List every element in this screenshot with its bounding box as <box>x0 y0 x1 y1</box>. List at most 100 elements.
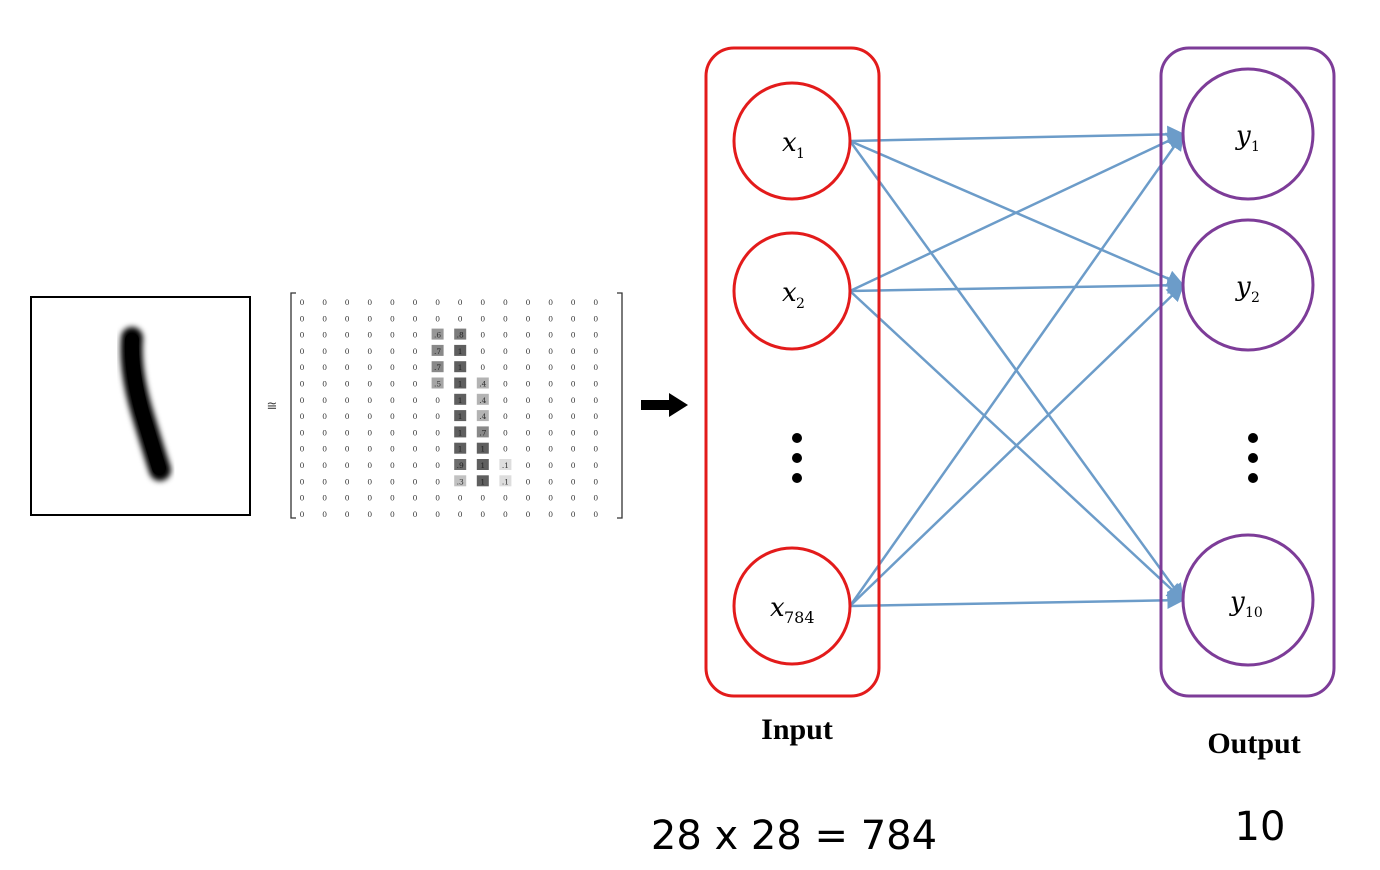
matrix-cell: 0 <box>571 445 576 454</box>
matrix-cell: 0 <box>390 445 395 454</box>
matrix-cell: 0 <box>322 461 327 470</box>
output-size-label: 10 <box>1235 804 1286 850</box>
matrix-cell: 0 <box>503 347 508 356</box>
matrix-cell: 0 <box>345 363 350 372</box>
input-label: Input <box>761 713 833 746</box>
matrix-cell: 0 <box>503 331 508 340</box>
matrix-cell: 0 <box>458 494 463 503</box>
digit-stroke-core <box>124 333 166 475</box>
matrix-cell-shade <box>454 459 467 470</box>
matrix-cell: 0 <box>300 428 305 437</box>
matrix-cell: 0 <box>503 412 508 421</box>
matrix-cell: 0 <box>593 412 598 421</box>
matrix-cell-shade <box>431 344 444 356</box>
input-node-sub: 784 <box>784 608 815 627</box>
matrix-cell: 0 <box>526 347 531 356</box>
matrix-cell: 0 <box>390 314 395 323</box>
matrix-cell: 0 <box>480 494 485 503</box>
right-arrow-icon <box>641 393 688 417</box>
matrix-cell: 0 <box>413 380 418 389</box>
matrix-cell: 0 <box>322 347 327 356</box>
matrix-cell: 0 <box>413 461 418 470</box>
matrix-cell: 1 <box>458 363 463 372</box>
input-size-label: 28 x 28 = 784 <box>651 813 937 859</box>
matrix-cell: 1 <box>458 428 463 437</box>
matrix-cell: 0 <box>548 477 553 486</box>
matrix-cell-shade <box>476 377 489 389</box>
output-node-var: y <box>1235 272 1251 302</box>
output-layer-box <box>1159 46 1336 698</box>
matrix-cell: .1 <box>502 461 509 470</box>
matrix-cell: 0 <box>503 494 508 503</box>
matrix-cell: 1 <box>458 412 463 421</box>
matrix-cell: 0 <box>345 494 350 503</box>
output-node-sub: 1 <box>1251 139 1260 155</box>
matrix-cell: 0 <box>571 314 576 323</box>
matrix-cell: 0 <box>390 380 395 389</box>
matrix-cell: 0 <box>526 494 531 503</box>
matrix-cell: 0 <box>593 298 598 307</box>
matrix-cell: 0 <box>435 494 440 503</box>
output-node-sub: 10 <box>1245 605 1263 621</box>
matrix-cell-shade <box>454 410 467 422</box>
matrix-cell: 1 <box>458 347 463 356</box>
output-label: Output <box>1207 727 1300 760</box>
matrix-cell: 0 <box>548 347 553 356</box>
matrix-cell: 0 <box>322 314 327 323</box>
matrix-cell-shade <box>476 459 489 470</box>
matrix-cell: 0 <box>345 380 350 389</box>
matrix-cell: 0 <box>413 445 418 454</box>
matrix-cell: .9 <box>457 461 464 470</box>
output-node-var: y <box>1235 121 1251 151</box>
matrix-cell: 0 <box>300 445 305 454</box>
output-node: y 10 <box>1181 533 1315 667</box>
matrix-cell: 0 <box>593 331 598 340</box>
matrix-cell: 0 <box>503 298 508 307</box>
matrix-cell: 0 <box>458 510 463 519</box>
matrix-cell: 0 <box>548 396 553 405</box>
matrix-cell: 0 <box>503 428 508 437</box>
matrix-cell: .7 <box>434 347 441 356</box>
matrix-cell: 0 <box>367 494 372 503</box>
matrix-cell: 0 <box>526 314 531 323</box>
matrix-cell: 1 <box>458 380 463 389</box>
vertical-ellipsis-icon <box>792 433 802 483</box>
matrix-cell-shade <box>476 393 489 405</box>
matrix-cell: .3 <box>457 477 464 486</box>
matrix-cell: 0 <box>345 445 350 454</box>
input-node-circle <box>732 81 852 201</box>
matrix-cell: 0 <box>548 380 553 389</box>
matrix-cell: 0 <box>593 494 598 503</box>
connection-line <box>849 125 1185 144</box>
matrix-cell: 0 <box>571 412 576 421</box>
matrix-cell: 0 <box>526 331 531 340</box>
input-node-circle <box>732 546 852 666</box>
matrix-cell: 0 <box>322 445 327 454</box>
input-node: x 784 <box>732 546 852 666</box>
matrix-cell: 0 <box>548 314 553 323</box>
matrix-cell: 0 <box>480 298 485 307</box>
matrix-cell: 0 <box>345 412 350 421</box>
matrix-cell: 0 <box>548 510 553 519</box>
output-node-circle <box>1181 67 1315 201</box>
matrix-cell: 0 <box>593 314 598 323</box>
matrix-cell: 0 <box>548 461 553 470</box>
matrix-cell: 0 <box>390 428 395 437</box>
connection-line <box>849 591 1185 610</box>
matrix-cell: 0 <box>435 412 440 421</box>
matrix-cell: .7 <box>479 428 486 437</box>
matrix-cell: 0 <box>593 347 598 356</box>
matrix-cell: 0 <box>503 380 508 389</box>
matrix-cell: 0 <box>345 331 350 340</box>
matrix-cell: 0 <box>593 461 598 470</box>
matrix-right-bracket <box>617 292 623 519</box>
matrix-cell: 0 <box>367 461 372 470</box>
input-node-sub: 1 <box>796 146 805 162</box>
matrix-cell: 0 <box>367 445 372 454</box>
matrix-cell-shade <box>454 442 467 454</box>
input-node-var: x <box>782 128 797 158</box>
matrix-cell: 0 <box>480 331 485 340</box>
matrix-cell: 0 <box>390 347 395 356</box>
